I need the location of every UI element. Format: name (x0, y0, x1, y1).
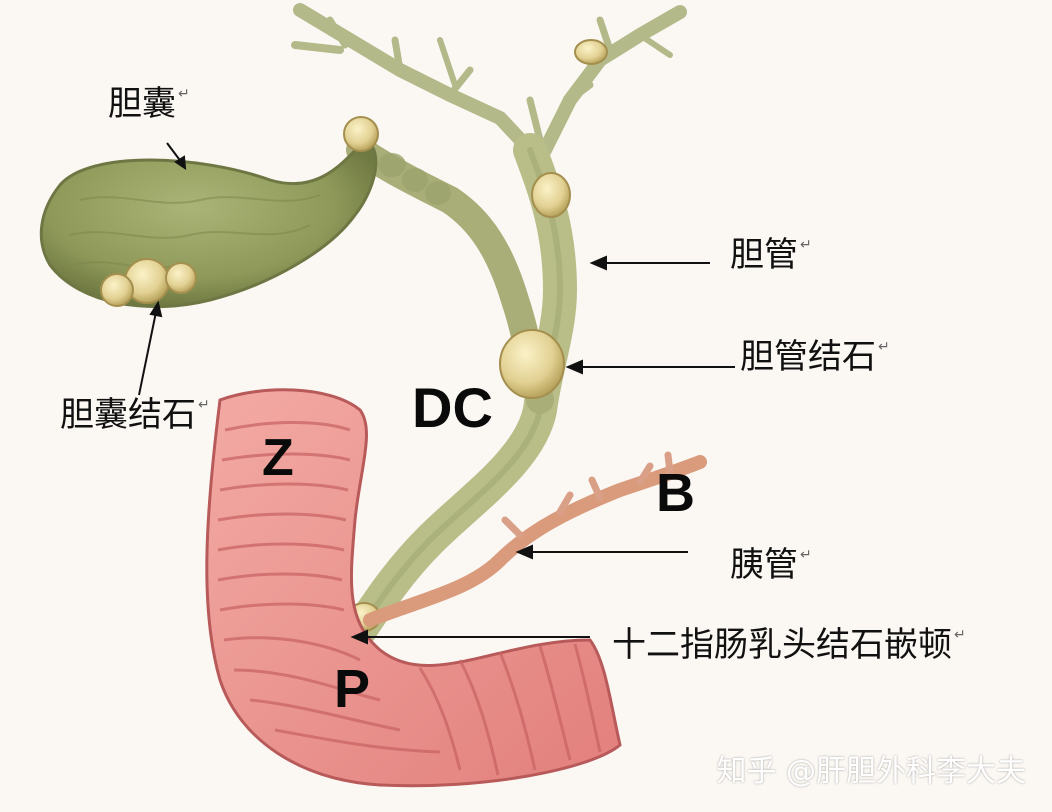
return-mark: ↵ (178, 86, 190, 102)
gallbladder-texture (69, 194, 321, 269)
pancreatic-duct (363, 451, 707, 627)
label-gallbladder-text: 胆囊 (108, 84, 176, 124)
letter-dc: DC (412, 376, 493, 439)
label-pancreatic-duct-text: 胰管 (730, 545, 798, 585)
watermark: 知乎 @肝胆外科李大夫 (716, 754, 1026, 789)
label-bile-duct-stone-text: 胆管结石 (740, 337, 876, 377)
cystic-duct-folds (378, 153, 451, 205)
duodenum (205, 388, 622, 788)
return-mark: ↵ (878, 339, 890, 355)
label-gallbladder: 胆囊↵ (108, 87, 190, 121)
return-mark: ↵ (800, 547, 812, 563)
gallbladder-stones (100, 116, 379, 307)
label-gallbladder-stones-text: 胆囊结石 (60, 395, 196, 435)
label-papilla-stone: 十二指肠乳头结石嵌顿↵ (612, 628, 966, 662)
label-bile-duct-stone: 胆管结石↵ (740, 340, 890, 374)
letter-b: B (656, 463, 695, 523)
label-gallbladder-stones: 胆囊结石↵ (60, 398, 210, 432)
pointer-arrows (138, 142, 735, 645)
return-mark: ↵ (198, 397, 210, 413)
return-mark: ↵ (954, 627, 966, 643)
label-papilla-stone-text: 十二指肠乳头结石嵌顿 (612, 625, 952, 665)
return-mark: ↵ (800, 237, 812, 253)
duodenum-folds (217, 421, 602, 776)
label-pancreatic-duct: 胰管↵ (730, 548, 812, 582)
label-bile-duct: 胆管↵ (730, 238, 812, 272)
gallbladder-organ (39, 138, 378, 309)
letter-z: Z (262, 429, 294, 487)
letter-p: P (334, 659, 371, 719)
label-bile-duct-text: 胆管 (730, 235, 798, 275)
